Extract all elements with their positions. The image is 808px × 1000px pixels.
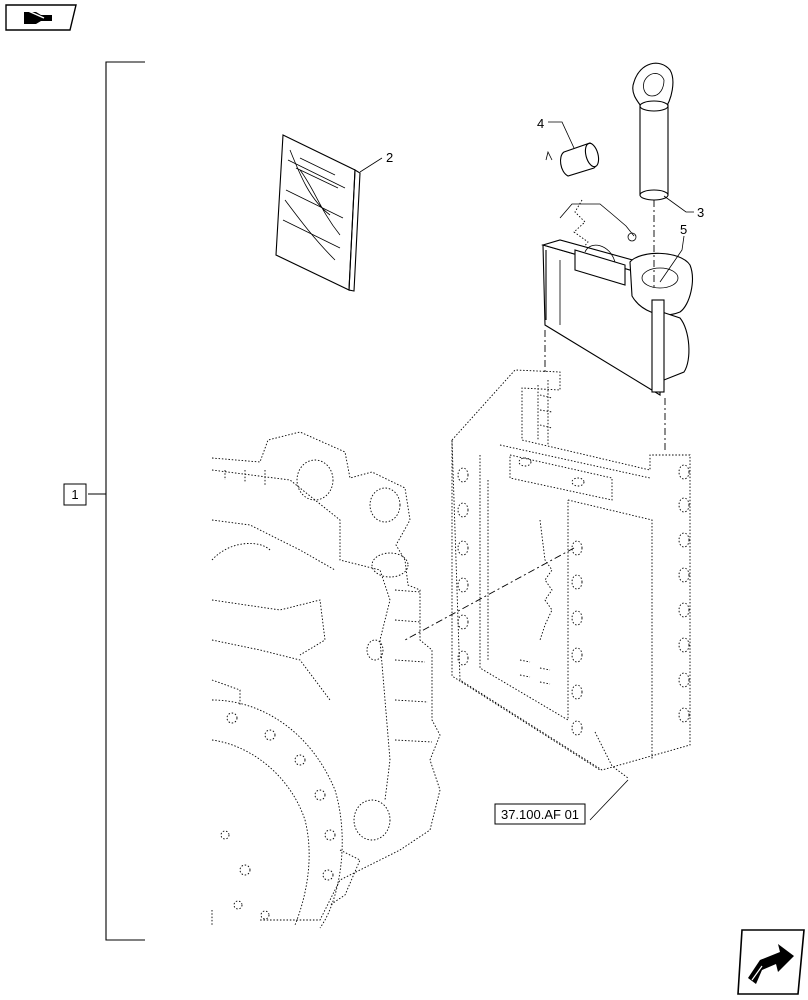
callout-3[interactable]: 3 [697,205,704,220]
page-back-icon[interactable] [5,4,77,31]
lock-pin-part[interactable] [632,62,674,201]
tow-bracket-frame[interactable] [451,369,691,779]
tow-bracket-holes [457,457,690,736]
next-page-arrow-icon[interactable] [737,929,805,995]
reference-label[interactable]: 37.100.AF 01 [494,803,586,825]
callout-4[interactable]: 4 [537,116,544,131]
operator-manual-part[interactable] [275,134,361,292]
callout-2[interactable]: 2 [386,150,393,165]
svg-text:1: 1 [71,487,78,502]
callout-5[interactable]: 5 [680,222,687,237]
group-bracket [88,61,145,941]
sleeve-part[interactable] [545,142,601,177]
svg-text:37.100.AF 01: 37.100.AF 01 [501,807,579,822]
gear-flange [211,699,343,929]
callout-1[interactable]: 1 [63,483,87,506]
tractor-rear-housing [211,431,441,925]
hitch-housing-part[interactable] [541,199,693,396]
